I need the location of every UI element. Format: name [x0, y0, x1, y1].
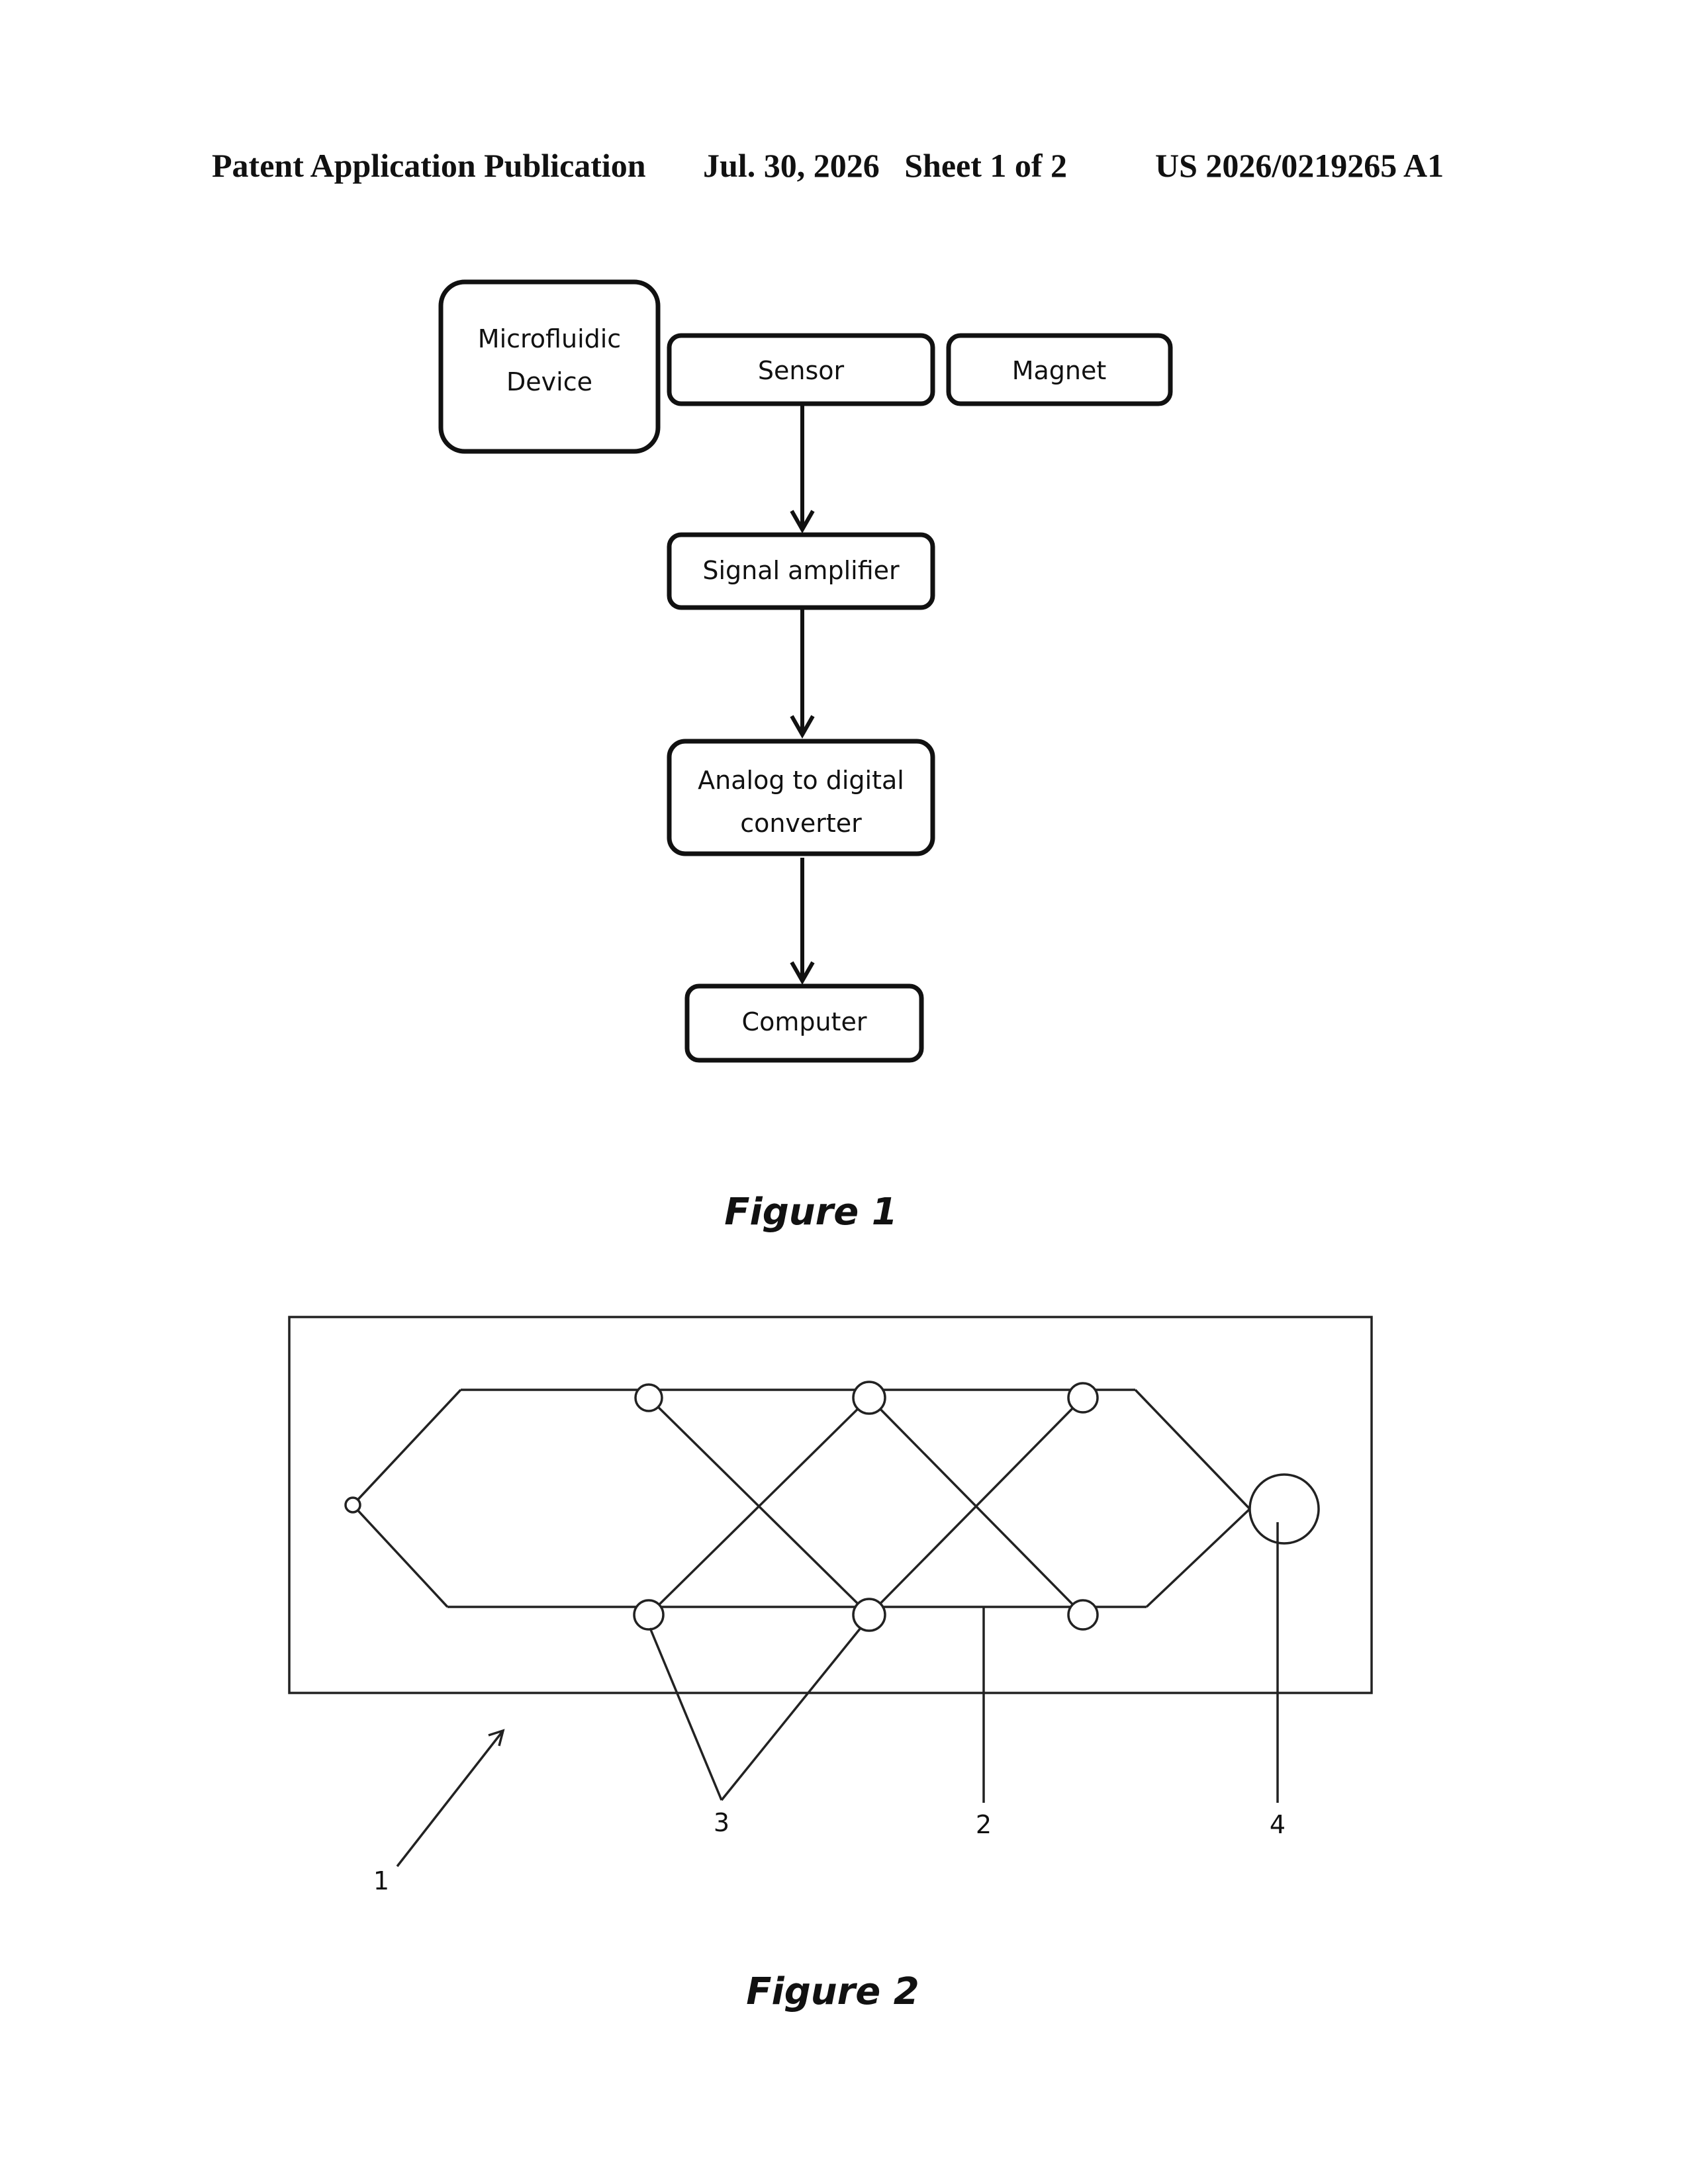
computer-label: Computer [742, 1007, 867, 1036]
junction-node [853, 1382, 885, 1414]
arrow-amplifier-to-adc [792, 609, 813, 735]
adc-block: Analog to digital converter [669, 741, 933, 854]
microfluidic-device-label-line1: Microfluidic [478, 324, 621, 353]
microfluidic-device-label-line2: Device [506, 367, 592, 396]
magnet-label: Magnet [1012, 356, 1107, 385]
junction-node [635, 1385, 662, 1411]
adc-label-line1: Analog to digital [698, 766, 904, 795]
magnet-block: Magnet [949, 336, 1170, 404]
ref-numeral-1: 1 [373, 1866, 389, 1895]
figure-2-microfluidic-layout: 1 3 2 4 Figure 2 [289, 1317, 1372, 2013]
sensor-block: Sensor [669, 336, 933, 404]
channel-network [353, 1390, 1250, 1615]
arrow-adc-to-computer [792, 858, 813, 981]
junction-node [1068, 1600, 1098, 1629]
junction-node [853, 1599, 885, 1631]
ref-numeral-4: 4 [1270, 1810, 1286, 1839]
adc-label-line2: converter [740, 809, 862, 838]
outlet-port [1250, 1475, 1319, 1543]
signal-amplifier-label: Signal amplifier [702, 556, 900, 585]
microfluidic-device-block: Microfluidic Device [441, 282, 658, 451]
arrow-sensor-to-amplifier [792, 405, 813, 529]
signal-amplifier-block: Signal amplifier [669, 535, 933, 608]
leader-lines [650, 1522, 1278, 1803]
figure-1-caption: Figure 1 [724, 1191, 897, 1234]
ref-numeral-2: 2 [976, 1810, 992, 1839]
device-pointer-arrow [397, 1731, 503, 1866]
inlet-port [346, 1498, 360, 1512]
figure-1-block-diagram: Microfluidic Device Sensor Magnet S [441, 282, 1170, 1234]
figure-2-caption: Figure 2 [746, 1970, 919, 2013]
device-outline [289, 1317, 1372, 1693]
junction-node [1068, 1383, 1098, 1412]
junction-node [634, 1600, 663, 1629]
sensor-label: Sensor [758, 356, 845, 385]
ref-numeral-3: 3 [714, 1808, 729, 1837]
computer-block: Computer [687, 986, 921, 1060]
